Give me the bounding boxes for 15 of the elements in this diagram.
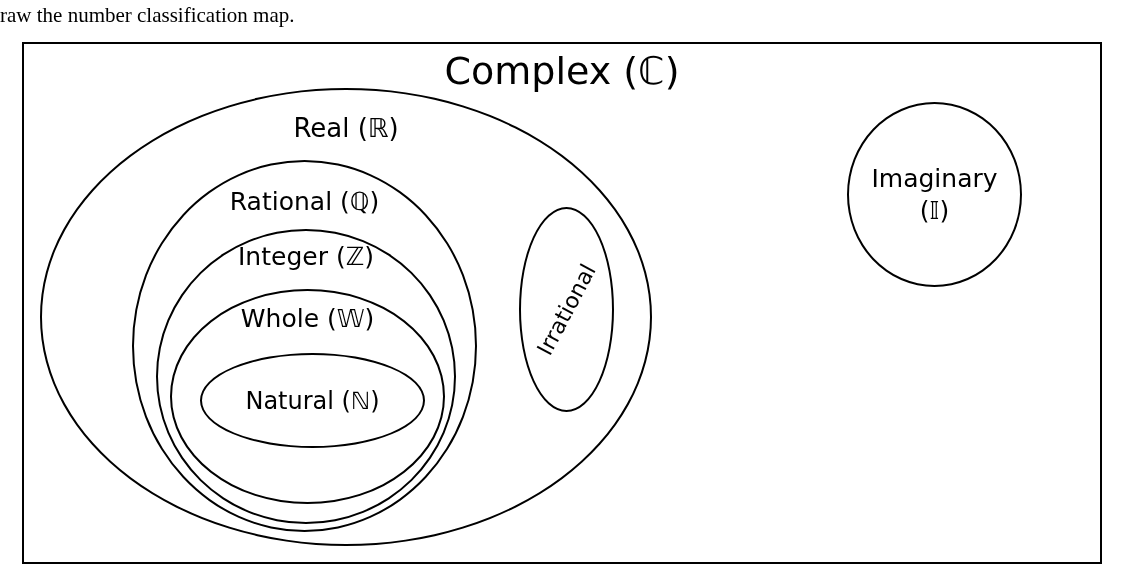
set-label: Complex (ℂ) bbox=[444, 48, 680, 95]
set-ellipse bbox=[170, 289, 445, 504]
set-label: Integer (ℤ) bbox=[238, 241, 374, 273]
set-ellipse bbox=[519, 207, 614, 412]
set-frame bbox=[22, 42, 1102, 564]
set-label: Real (ℝ) bbox=[293, 112, 399, 145]
set-ellipse bbox=[156, 229, 456, 524]
set-ellipse bbox=[132, 160, 477, 532]
set-label: Natural (ℕ) bbox=[245, 385, 380, 416]
instruction-text: raw the number classification map. bbox=[0, 2, 295, 29]
set-label: Rational (ℚ) bbox=[229, 186, 380, 218]
set-ellipse bbox=[200, 353, 425, 448]
set-label: Whole (𝕎) bbox=[240, 303, 375, 335]
set-circle bbox=[847, 102, 1022, 287]
set-label: Imaginary (𝕀) bbox=[870, 163, 999, 226]
